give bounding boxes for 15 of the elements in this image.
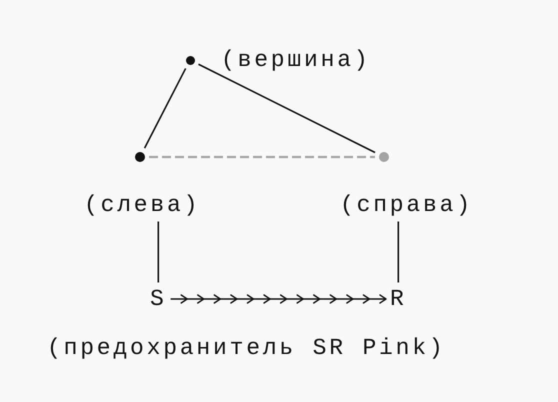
vertex-dot — [379, 152, 389, 162]
dashed-line — [149, 156, 375, 158]
vertex-label: (вершина) — [221, 48, 370, 72]
point-label: R — [390, 288, 407, 310]
connector-line — [398, 222, 400, 282]
point-label: S — [150, 288, 167, 310]
arrow — [170, 294, 387, 304]
vertex-label: (справа) — [340, 194, 473, 216]
caption-text: (предохранитель SR Pink) — [47, 336, 446, 360]
connector-line — [158, 222, 160, 282]
connector-line — [198, 64, 376, 154]
vertex-label: (слева) — [84, 194, 200, 216]
connector-line — [144, 68, 186, 148]
vertex-dot — [186, 56, 194, 64]
vertex-dot — [135, 152, 145, 162]
